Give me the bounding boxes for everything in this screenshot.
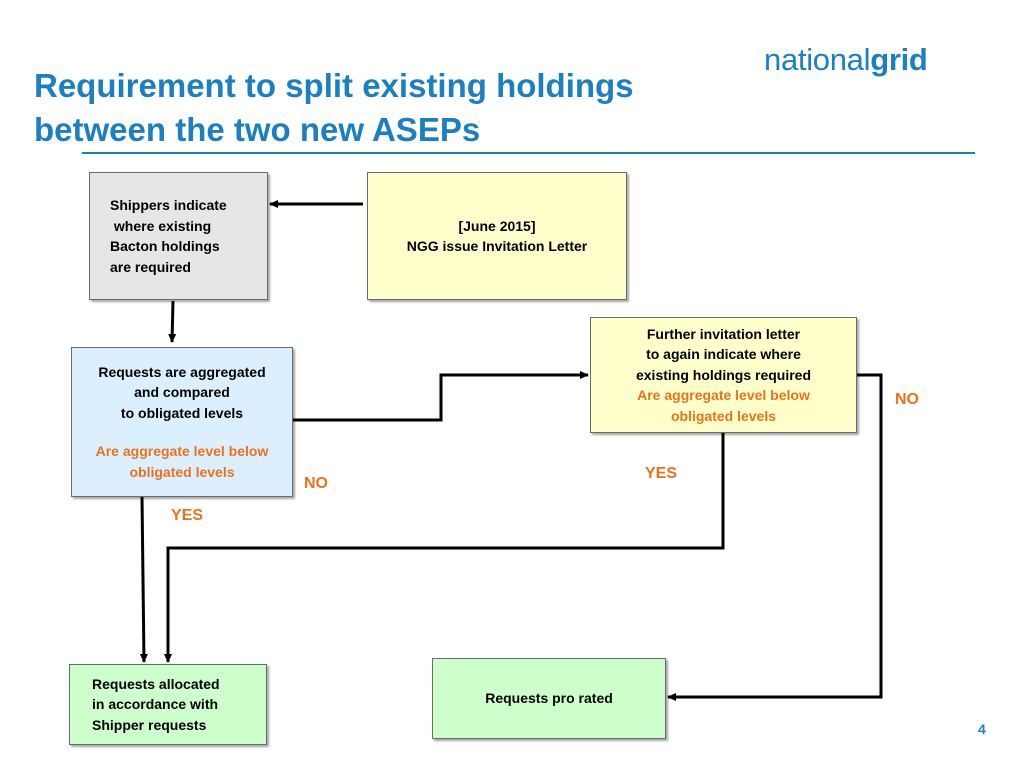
slide-title: Requirement to split existing holdings b… bbox=[34, 64, 634, 152]
prorated-line-1: Requests pro rated bbox=[485, 690, 613, 707]
invitation-line-2: NGG issue Invitation Letter bbox=[406, 238, 588, 254]
further-invitation-box: Further invitation letter to again indic… bbox=[590, 317, 857, 433]
invitation-letter-box: [June 2015] NGG issue Invitation Letter bbox=[367, 172, 627, 300]
arrow-aggregated-yes-to-allocated bbox=[139, 496, 148, 663]
further-question-line-2: obligated levels bbox=[670, 407, 777, 424]
label-no-aggregated: NO bbox=[304, 475, 328, 492]
shippers-line-4: are required bbox=[110, 258, 191, 275]
aggregated-question-line-1: Are aggregate level below bbox=[95, 443, 269, 460]
invitation-line-1: [June 2015] bbox=[458, 217, 536, 234]
allocated-line-2: in accordance with bbox=[92, 696, 219, 713]
aggregated-line-3: to obligated levels bbox=[120, 404, 244, 421]
logo-text-grid: grid bbox=[870, 42, 928, 77]
page-number: 4 bbox=[978, 721, 986, 737]
arrow-shippers-to-aggregated bbox=[168, 300, 177, 343]
shippers-line-1: Shippers indicate bbox=[110, 197, 227, 213]
further-line-3: existing holdings required bbox=[635, 366, 812, 383]
label-no-further: NO bbox=[895, 391, 919, 408]
label-yes-aggregated: YES bbox=[171, 507, 204, 524]
aggregated-line-2: and compared bbox=[134, 384, 230, 401]
further-line-2: to again indicate where bbox=[646, 346, 801, 363]
arrow-aggregated-no-to-further bbox=[293, 371, 589, 422]
shippers-line-2: where existing bbox=[110, 217, 212, 234]
allocated-line-1: Requests allocated bbox=[92, 675, 220, 692]
aggregated-requests-box: Requests are aggregated and compared to … bbox=[71, 347, 293, 497]
national-grid-logo: nationalgrid bbox=[764, 42, 928, 78]
aggregated-line-1: Requests are aggregated bbox=[98, 363, 266, 380]
logo-text-national: national bbox=[764, 42, 871, 77]
requests-pro-rated-box: Requests pro rated bbox=[432, 658, 666, 739]
slide-title-line-2: between the two new ASEPs bbox=[34, 111, 481, 148]
label-yes-further: YES bbox=[645, 465, 678, 482]
aggregated-question-line-2: obligated levels bbox=[129, 463, 235, 480]
shippers-indicate-box: Shippers indicate where existing Bacton … bbox=[89, 172, 268, 300]
slide-title-line-1: Requirement to split existing holdings bbox=[34, 67, 634, 104]
allocated-line-3: Shipper requests bbox=[92, 716, 207, 733]
shippers-line-3: Bacton holdings bbox=[110, 238, 220, 254]
requests-allocated-box: Requests allocated in accordance with Sh… bbox=[69, 664, 267, 745]
arrow-further-yes-to-allocated bbox=[164, 433, 725, 663]
further-line-1: Further invitation letter bbox=[646, 325, 801, 342]
title-divider bbox=[82, 152, 975, 154]
further-question-line-1: Are aggregate level below bbox=[637, 387, 810, 404]
arrow-further-no-to-prorated bbox=[667, 373, 883, 701]
